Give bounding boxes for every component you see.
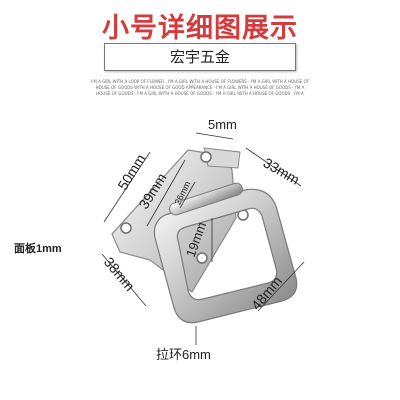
- pull-ring: [153, 188, 298, 324]
- panel-thickness-label: 面板1mm: [14, 243, 62, 255]
- screw-holes: [120, 151, 249, 264]
- brand-label: 宏宇五金: [104, 43, 296, 71]
- dimension-lines: [101, 132, 305, 345]
- dimension-5mm: 5mm: [208, 117, 237, 132]
- fine-print-line: HOUSE OF GOODS WITH A HOUSE OF GOOD APPE…: [95, 85, 305, 90]
- page-title: 小号详细图展示: [102, 13, 298, 44]
- fine-print-line: HOUSE OF GOODS · I'M A GIRL WITH A HOUSE…: [96, 91, 304, 96]
- ring-thickness-label: 拉环6mm: [156, 347, 211, 362]
- fine-print-line: I'M A GIRL WITH A LOOP OF FLOWER · I'M A…: [91, 79, 309, 84]
- hinge-barrel: [169, 182, 243, 216]
